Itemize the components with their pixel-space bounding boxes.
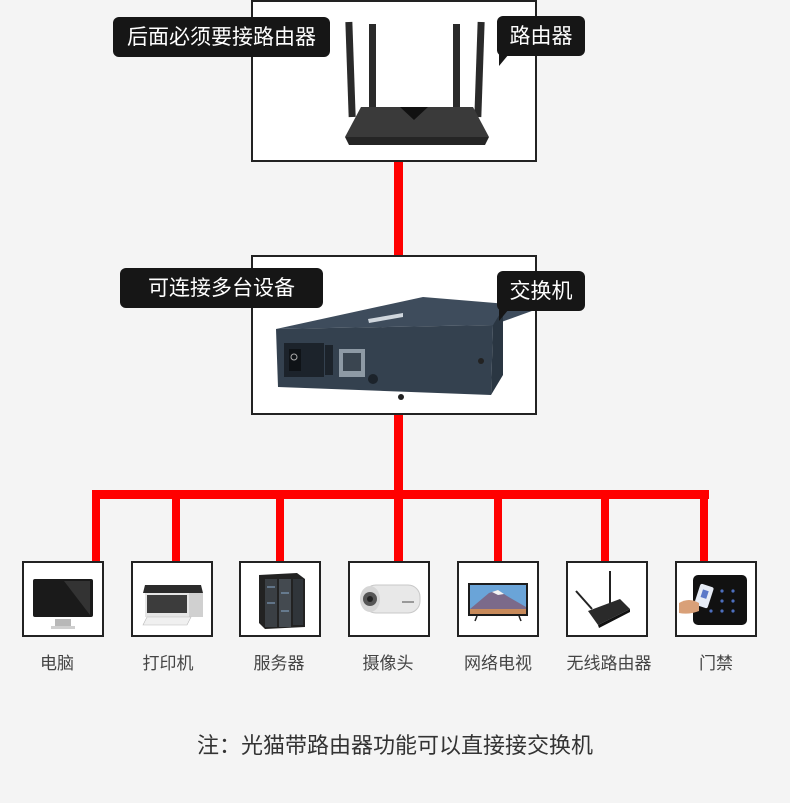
switch-label-bubble: 交换机 xyxy=(497,271,585,321)
security-camera-icon xyxy=(360,584,421,614)
device-access-control xyxy=(675,561,757,637)
drop-line-tv xyxy=(494,490,502,562)
device-label-wireless-router: 无线路由器 xyxy=(566,654,652,674)
device-label-access-control: 门禁 xyxy=(699,654,733,674)
tv-icon xyxy=(468,583,528,622)
wireless-router-icon xyxy=(575,571,630,628)
device-label-computer: 电脑 xyxy=(40,654,74,674)
device-computer xyxy=(22,561,104,637)
device-label-tv: 网络电视 xyxy=(464,654,532,674)
device-server xyxy=(239,561,321,637)
drop-line-wireless-router xyxy=(601,490,609,562)
device-tv xyxy=(457,561,539,637)
access-control-icon xyxy=(679,575,747,625)
monitor-icon xyxy=(33,579,93,629)
router-label-bubble: 路由器 xyxy=(497,16,585,66)
network-switch-icon xyxy=(276,297,535,400)
drop-line-printer xyxy=(172,490,180,562)
router-to-switch-line xyxy=(394,160,403,257)
device-printer xyxy=(131,561,213,637)
wifi-router-icon xyxy=(345,21,489,145)
footnote: 注：光猫带路由器功能可以直接接交换机 xyxy=(196,734,593,759)
router-note-bubble: 后面必须要接路由器 xyxy=(113,17,330,57)
device-camera xyxy=(348,561,430,637)
device-label-server: 服务器 xyxy=(253,654,305,674)
server-rack-icon xyxy=(259,573,305,629)
switch-to-bus-line xyxy=(394,413,403,498)
drop-line-access-control xyxy=(700,490,708,562)
drop-line-camera xyxy=(394,490,403,562)
device-label-camera: 摄像头 xyxy=(362,654,414,674)
drop-line-server xyxy=(276,490,284,562)
device-label-printer: 打印机 xyxy=(142,654,194,674)
drop-line-computer xyxy=(92,490,100,562)
switch-note-bubble: 可连接多台设备 xyxy=(120,268,323,308)
device-wireless-router xyxy=(566,561,648,637)
printer-icon xyxy=(142,585,203,626)
